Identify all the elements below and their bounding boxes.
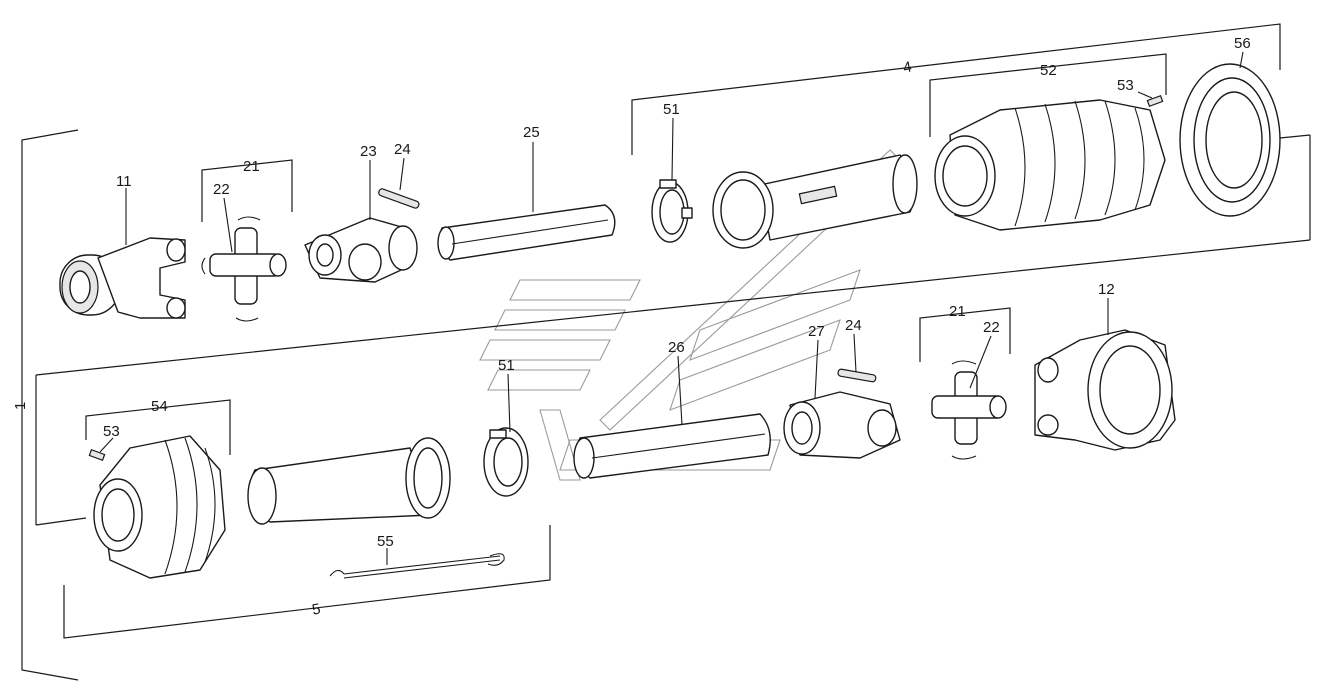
screw-part-53-upper bbox=[1146, 95, 1164, 107]
label-11: 11 bbox=[116, 173, 132, 190]
label-26: 26 bbox=[668, 339, 685, 356]
label-12: 12 bbox=[1098, 281, 1115, 298]
label-27: 27 bbox=[808, 323, 825, 340]
inner-yoke-part-23 bbox=[304, 217, 418, 283]
label-56: 56 bbox=[1234, 35, 1251, 52]
inner-tube-part-25 bbox=[437, 204, 616, 261]
bearing-ring-part-51-lower bbox=[483, 427, 529, 497]
screw-part-53-lower bbox=[88, 449, 106, 461]
label-22-upper: 22 bbox=[213, 181, 230, 198]
group-brackets bbox=[21, 23, 1311, 681]
protection-cone-part-54 bbox=[93, 435, 226, 579]
label-22-lower: 22 bbox=[983, 319, 1000, 336]
bearing-ring-part-51-upper bbox=[651, 179, 693, 243]
label-group-4: 4 bbox=[902, 59, 913, 77]
label-25: 25 bbox=[523, 124, 540, 141]
label-group-5: 5 bbox=[311, 601, 322, 619]
inner-tube-part-26 bbox=[573, 413, 771, 479]
label-52: 52 bbox=[1040, 62, 1057, 79]
cross-journal-upper bbox=[201, 216, 287, 322]
label-53-lower: 53 bbox=[103, 423, 120, 440]
label-51-lower: 51 bbox=[498, 357, 515, 374]
protection-cone-part-52 bbox=[934, 99, 1166, 231]
label-23: 23 bbox=[360, 143, 377, 160]
yoke-part-12 bbox=[1034, 329, 1176, 451]
pin-part-24-upper bbox=[378, 188, 420, 209]
label-51-upper: 51 bbox=[663, 101, 680, 118]
label-group-1: 1 bbox=[12, 402, 29, 410]
label-55: 55 bbox=[377, 533, 394, 550]
label-54: 54 bbox=[151, 398, 168, 415]
inner-yoke-part-27 bbox=[783, 391, 901, 459]
cap-ring-part-56 bbox=[1179, 63, 1281, 217]
label-21-upper: 21 bbox=[243, 158, 260, 175]
label-24-lower: 24 bbox=[845, 317, 862, 334]
leader-lines bbox=[99, 51, 1244, 565]
label-24-upper: 24 bbox=[394, 141, 411, 158]
yoke-part-11 bbox=[59, 237, 186, 319]
outer-tube-upper bbox=[712, 154, 918, 249]
watermark-logo bbox=[479, 149, 901, 481]
part-labels: 11 12 21 21 22 22 23 24 24 25 26 27 51 5… bbox=[12, 35, 1251, 619]
pin-part-24-lower bbox=[837, 368, 877, 383]
safety-chain-part-55 bbox=[329, 553, 505, 579]
outer-tube-lower bbox=[247, 437, 451, 525]
label-21-lower: 21 bbox=[949, 303, 966, 320]
label-53-upper: 53 bbox=[1117, 77, 1134, 94]
cross-journal-lower bbox=[931, 360, 1007, 460]
